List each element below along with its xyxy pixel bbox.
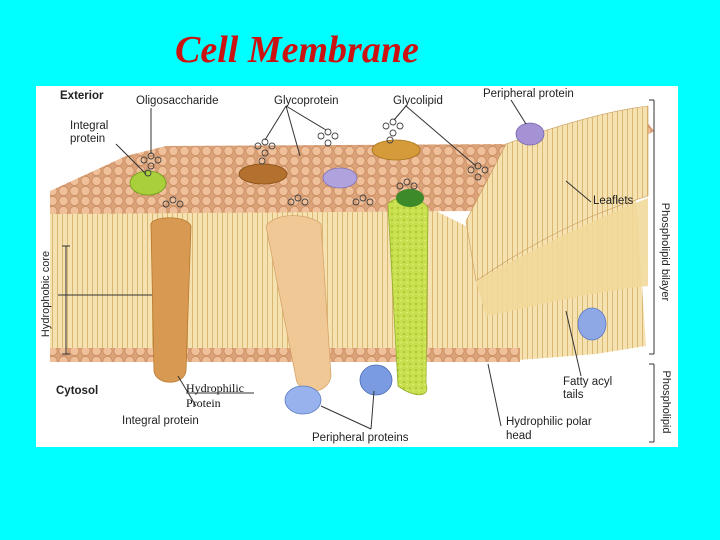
label-exterior: Exterior: [60, 90, 104, 102]
label-polar-head-line1: Hydrophilic polar: [506, 416, 592, 428]
label-glycoprotein: Glycoprotein: [274, 95, 339, 107]
label-cytosol: Cytosol: [56, 385, 99, 397]
bottom-head-row: [50, 348, 520, 362]
label-integral-protein-bottom: Integral protein: [122, 415, 199, 427]
integral-protein-orange: [150, 217, 192, 383]
label-peripheral-proteins-bottom: Peripheral proteins: [312, 432, 409, 444]
slide-title: Cell Membrane: [175, 29, 419, 71]
green-integral-cap: [129, 170, 167, 196]
green-protein-head: [396, 189, 424, 207]
oligosaccharide-chains: [140, 118, 489, 208]
label-peripheral-protein-top: Peripheral protein: [483, 88, 574, 100]
label-hydrophilic-line2: Protein: [186, 396, 221, 410]
label-glycolipid: Glycolipid: [393, 95, 443, 107]
label-hydrophobic-core: Hydrophobic core: [40, 250, 52, 338]
label-integral-line2: protein: [70, 133, 106, 145]
label-integral-line1: Integral: [70, 120, 109, 132]
integral-protein-green: [387, 197, 429, 396]
peripheral-protein-bottom-right: [577, 307, 607, 341]
peripheral-protein-top: [515, 122, 545, 146]
leader-lines: [115, 99, 592, 430]
glycoprotein-cap: [238, 163, 288, 185]
membrane-diagram: Exterior Oligosaccharide Glycoprotein Gl…: [36, 86, 678, 447]
label-phospholipid-bilayer: Phospholipid bilayer: [659, 202, 671, 302]
peripheral-protein-bottom-mid: [359, 364, 393, 396]
label-fatty-acyl-line2: tails: [563, 389, 584, 401]
label-hydrophilic-line1: Hydrophilic: [186, 381, 244, 395]
label-fatty-acyl-line1: Fatty acyl: [563, 376, 613, 388]
peripheral-protein-mid: [322, 167, 358, 189]
label-phospholipid: Phospholipid: [660, 370, 672, 434]
membrane-illustration: [50, 99, 655, 443]
curled-leaflet: [465, 105, 649, 282]
label-leaflets: Leaflets: [593, 195, 634, 207]
curled-leaflet-edge: [476, 198, 648, 316]
peripheral-protein-bottom-left: [284, 385, 322, 415]
label-oligosaccharide: Oligosaccharide: [136, 95, 219, 107]
label-polar-head-line2: head: [506, 430, 532, 442]
glycolipid-cap: [371, 139, 421, 161]
